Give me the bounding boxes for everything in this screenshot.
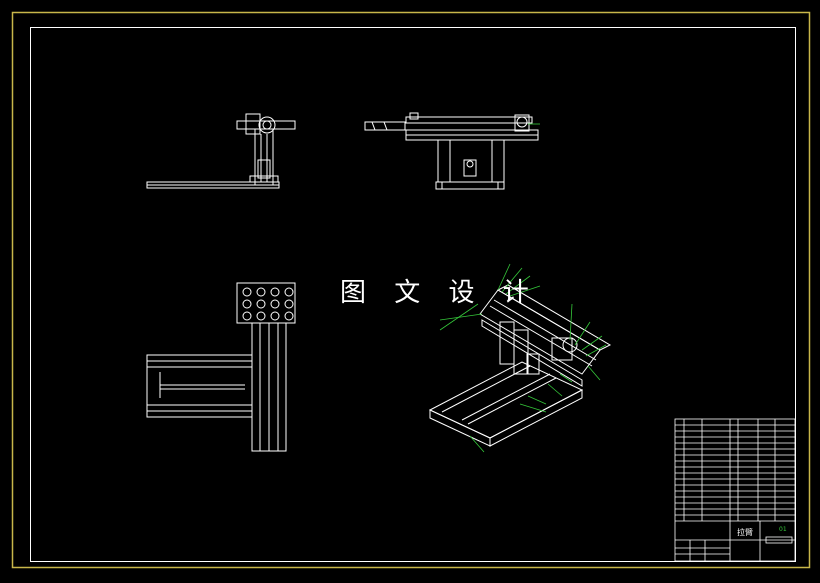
front-view xyxy=(146,113,296,189)
top-view xyxy=(146,282,296,452)
title-block-mark: 01 xyxy=(779,526,787,533)
watermark-text: 图 文 设 计 xyxy=(340,278,539,308)
outer-frame xyxy=(11,11,811,569)
side-view xyxy=(364,112,539,190)
title-block xyxy=(674,418,796,562)
isometric-view xyxy=(428,284,612,447)
title-block-logo: 拉臂 xyxy=(737,527,753,537)
part-leader-lines xyxy=(439,123,607,453)
inner-frame xyxy=(30,27,796,562)
